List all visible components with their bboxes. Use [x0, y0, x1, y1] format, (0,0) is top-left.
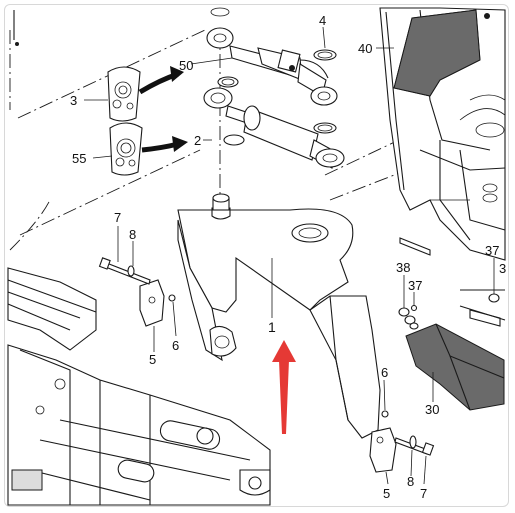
callout-7-left: 7: [114, 210, 121, 225]
callout-6-left: 6: [172, 338, 179, 353]
panel-40: [393, 9, 481, 97]
main-frame-part-1: [177, 193, 381, 439]
callout-38: 38: [396, 260, 410, 275]
hydraulic-cylinder-2: [203, 87, 345, 169]
washer-8-right-icon: [409, 435, 417, 449]
bracket-5-left: [139, 279, 165, 327]
callout-4: 4: [319, 13, 326, 28]
callout-8-left: 8: [129, 227, 136, 242]
callout-50: 50: [179, 58, 193, 73]
callout-7-right: 7: [420, 486, 427, 501]
callout-37-upper: 37: [485, 243, 499, 258]
image-frame: [4, 4, 509, 507]
callout-6-right: 6: [381, 365, 388, 380]
callout-55: 55: [72, 151, 86, 166]
chassis-frame: [7, 267, 271, 506]
hydraulic-cylinder-50: [206, 7, 338, 106]
washer-6-left-icon: [168, 294, 176, 302]
bracket-5-right: [369, 427, 397, 473]
bolt-37-lower-icon: [410, 304, 418, 312]
leader-lines: [84, 26, 495, 485]
bolt-37-upper-icon: [459, 289, 506, 327]
seal-ring-2b-icon: [223, 134, 245, 146]
bolt-7-left-icon: [98, 257, 151, 285]
direction-arrow-icon: [272, 340, 296, 434]
callout-5-right: 5: [383, 486, 390, 501]
callout-5-left: 5: [149, 352, 156, 367]
seal-ring-2a-icon: [313, 122, 337, 134]
seal-kit-55-icon: [109, 122, 143, 176]
callout-30: 30: [425, 402, 439, 417]
pointer-arrow-2-icon: [141, 136, 188, 153]
washer-8-left-icon: [127, 265, 135, 277]
callout-40: 40: [358, 41, 372, 56]
seal-ring-4-icon: [313, 49, 337, 61]
pointer-arrow-50-icon: [138, 66, 184, 95]
callout-1: 1: [268, 319, 276, 335]
seal-kit-3-icon: [107, 66, 141, 122]
callout-2: 2: [194, 133, 201, 148]
callout-37-lower: 37: [408, 278, 422, 293]
bolt-38-icon: [398, 307, 419, 330]
callout-3: 3: [70, 93, 77, 108]
callout-3-edge: 3: [499, 261, 506, 276]
callout-8-right: 8: [407, 474, 414, 489]
washer-6-right-icon: [381, 410, 389, 418]
corner-detail: [13, 10, 19, 46]
seal-ring-50-icon: [217, 76, 239, 88]
callout-labels: 4 40 50 3 2 55 7 8 37 3 38 37 1 6 5 6 30…: [70, 13, 506, 501]
panel-30: [405, 323, 505, 411]
